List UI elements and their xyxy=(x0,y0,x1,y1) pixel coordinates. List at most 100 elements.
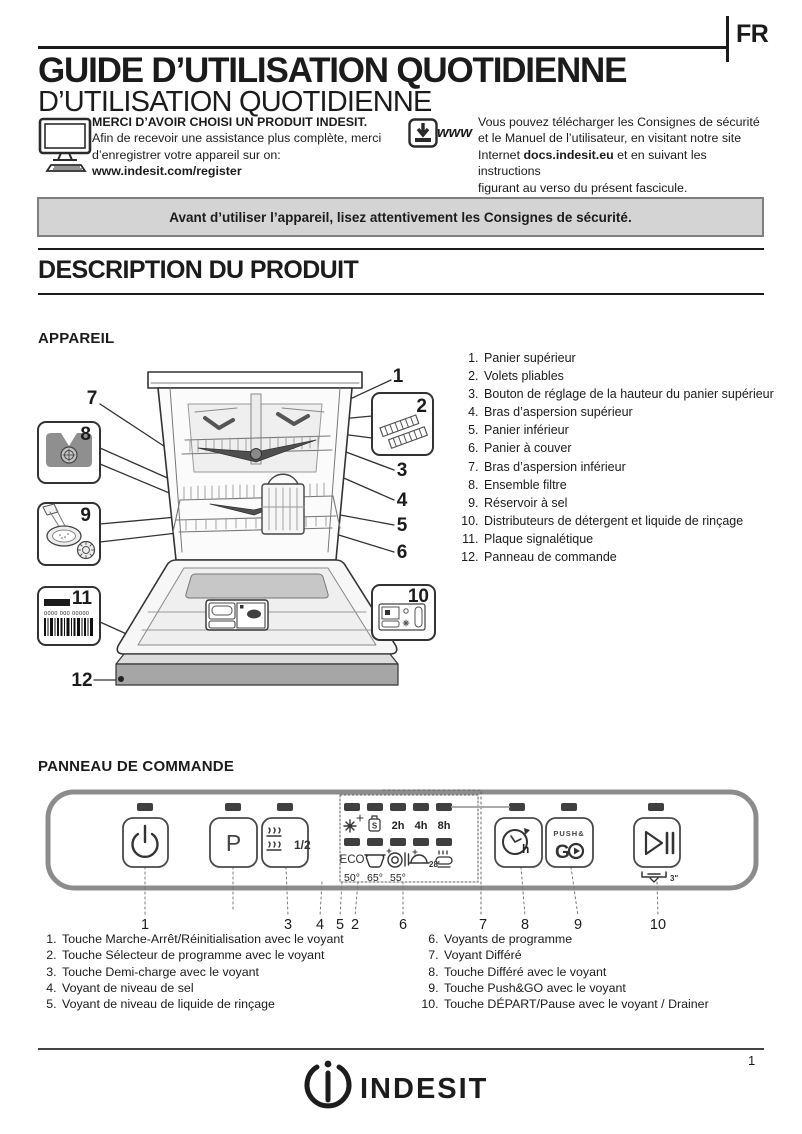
page-title: GUIDE D’UTILISATION QUOTIDIENNE xyxy=(38,51,627,90)
delay-button[interactable] xyxy=(494,817,543,868)
prog4-led xyxy=(413,838,429,846)
panel-legend-right: Voyants de programme Voyant Différé Touc… xyxy=(420,931,794,1012)
control-panel-diagram: P 1/2 S 2h 4h 8h ECO xyxy=(45,789,759,933)
part-item: Volets pliables xyxy=(482,368,794,386)
panel-callout-5: 5 xyxy=(336,917,344,933)
half-load-label: 1/2 xyxy=(294,838,311,852)
legend-item: Touche Différé avec le voyant xyxy=(442,964,794,980)
half-load-button[interactable] xyxy=(261,817,309,868)
part-item: Ensemble filtre xyxy=(482,477,794,495)
go-play-icon xyxy=(567,842,585,860)
eco-label: ECO xyxy=(340,854,365,866)
middle-spray-arm xyxy=(197,439,317,463)
inset-filter: 8 xyxy=(37,421,101,484)
www-label: www xyxy=(437,124,473,141)
callout-1: 1 xyxy=(393,366,404,387)
parts-list: Panier supérieur Volets pliables Bouton … xyxy=(458,350,794,567)
dishwasher-diagram: 8 9 0000 000 00000 xyxy=(37,366,436,691)
download-line4: figurant au verso du présent fascicule. xyxy=(478,180,688,195)
power-icon xyxy=(131,824,159,859)
legend-item: Touche DÉPART/Pause avec le voyant / Dra… xyxy=(442,996,794,1012)
prog5-led xyxy=(436,838,452,846)
inset-salt-reservoir: 9 xyxy=(37,502,101,566)
inset-rating-plate: 0000 000 00000 11 xyxy=(37,586,101,646)
register-line1: Afin de recevoir une assistance plus com… xyxy=(92,131,382,146)
legend-item: Touche Push&GO avec le voyant xyxy=(442,980,794,996)
brand-wordmark: INDESIT xyxy=(360,1073,488,1105)
pushgo-led xyxy=(561,803,577,811)
pot-icon xyxy=(364,854,386,868)
page-number: 1 xyxy=(748,1053,756,1068)
callout-3: 3 xyxy=(397,460,408,481)
callout-12-dot xyxy=(118,676,124,682)
program-button-label: P xyxy=(226,830,241,856)
salt-bottle-icon xyxy=(368,815,381,832)
legend-item: Touche Sélecteur de programme avec le vo… xyxy=(60,947,408,963)
download-block: Vous pouvez télécharger les Consignes de… xyxy=(478,114,770,196)
legend-item: Voyant de niveau de sel xyxy=(60,980,408,996)
part-item: Plaque signalétique xyxy=(482,531,794,549)
part-item: Bras d’aspersion inférieur xyxy=(482,459,794,477)
legend-item: Voyants de programme xyxy=(442,931,794,947)
prog3-led xyxy=(390,838,406,846)
half-load-led xyxy=(277,803,293,811)
start-led xyxy=(648,803,664,811)
register-heading: MERCI D’AVOIR CHOISI UN PRODUIT INDESIT. xyxy=(92,115,368,129)
callout-2: 2 xyxy=(416,396,427,417)
svg-text:8h: 8h xyxy=(438,820,451,832)
start-pause-icon xyxy=(644,830,675,856)
svg-text:2h: 2h xyxy=(392,820,405,832)
power-led xyxy=(137,803,153,811)
half-load-icon xyxy=(266,827,282,851)
footer-rule xyxy=(38,1048,764,1050)
desktop-computer-icon xyxy=(38,117,92,172)
callout-5: 5 xyxy=(397,515,408,536)
delicate-icon xyxy=(435,850,453,868)
page-subtitle: D’UTILISATION QUOTIDIENNE xyxy=(38,86,432,118)
download-www-icon xyxy=(408,118,438,148)
legend-item: Voyant Différé xyxy=(442,947,794,963)
indicator-leds xyxy=(137,803,664,846)
diagram-callouts: 1 3 4 5 6 7 12 xyxy=(71,366,407,691)
delay4-led xyxy=(413,803,429,811)
indesit-logo: INDESIT xyxy=(304,1060,488,1109)
panel-callout-10: 10 xyxy=(650,917,666,933)
program-button[interactable] xyxy=(209,817,258,868)
foldable-flap-right xyxy=(276,412,310,426)
callout-12: 12 xyxy=(71,670,92,691)
panel-callout-6: 6 xyxy=(399,917,407,933)
download-line1: Vous pouvez télécharger les Consignes de… xyxy=(478,115,760,129)
part-item: Panier à couver xyxy=(482,440,794,458)
part-item: Réservoir à sel xyxy=(482,495,794,513)
panel-callout-4: 4 xyxy=(316,917,324,933)
rinse-led xyxy=(367,803,383,811)
part-item: Distributeurs de détergent et liquide de… xyxy=(482,513,794,531)
prog1-led xyxy=(344,838,360,846)
register-line2: d’enregistrer votre appareil sur on: xyxy=(92,147,281,162)
quick-minutes: 28' xyxy=(429,860,440,869)
callout-10: 10 xyxy=(408,586,429,607)
panel-callout-1: 1 xyxy=(141,917,149,933)
part-item: Panier supérieur xyxy=(482,350,794,368)
callout-8: 8 xyxy=(80,424,91,445)
svg-text:65°: 65° xyxy=(367,872,383,884)
quick-icon xyxy=(408,849,430,864)
lang-badge: FR xyxy=(736,20,769,48)
callout-11: 11 xyxy=(72,588,93,609)
callout-6: 6 xyxy=(397,542,408,563)
panel-heading: PANNEAU DE COMMANDE xyxy=(38,758,235,775)
foldable-flap-left xyxy=(203,416,235,430)
delay-btn-led xyxy=(509,803,525,811)
door-inner-recess xyxy=(185,573,329,599)
legend-item: Touche Marche-Arrêt/Réinitialisation ave… xyxy=(60,931,408,947)
drain-icon xyxy=(641,871,667,883)
panel-callout-2: 2 xyxy=(351,917,359,933)
download-line2: et le Manuel de l’utilisateur, en visita… xyxy=(478,131,742,146)
pushgo-label-top: PUSH& xyxy=(553,829,584,838)
intensive-icon xyxy=(386,848,410,868)
pushgo-label-g: G xyxy=(555,842,570,863)
delay8-led xyxy=(436,803,452,811)
header-rule xyxy=(38,46,727,49)
drain-time-label: 3" xyxy=(670,874,678,883)
svg-text:50°: 50° xyxy=(344,872,360,884)
